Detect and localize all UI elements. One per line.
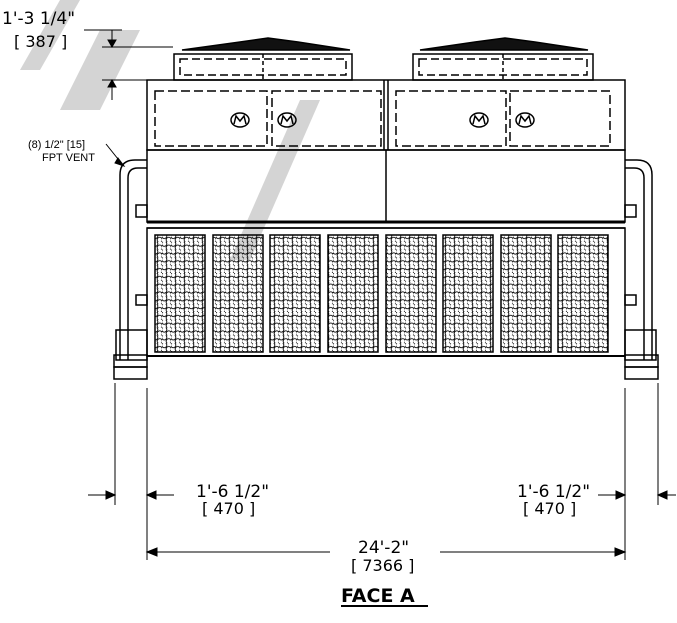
left-offset-metric: [ 470 ]: [202, 499, 255, 518]
right-offset-metric: [ 470 ]: [523, 499, 576, 518]
height-dimension: [84, 29, 173, 100]
lower-casing: [146, 227, 626, 357]
right-offset-dimension: [598, 490, 676, 500]
fan-stack-left: [173, 37, 353, 81]
drawing-title: FACE A: [341, 585, 415, 607]
side-piping-right: [624, 159, 659, 368]
left-offset-imperial: 1'-6 1/2": [196, 482, 269, 502]
fan-motor-icon: [230, 112, 535, 128]
height-dim-imperial: 1'-3 1/4": [2, 9, 75, 29]
middle-casing: [146, 149, 626, 229]
louver-panels: [154, 234, 609, 353]
overall-width-imperial: 24'-2": [358, 538, 409, 558]
overall-width-dimension: [145, 547, 627, 557]
vent-note-line2: FPT VENT: [42, 152, 95, 164]
watermark: [20, 0, 320, 260]
right-offset-imperial: 1'-6 1/2": [517, 482, 590, 502]
vent-leader: [105, 143, 126, 167]
fan-stack-right: [412, 37, 594, 81]
left-offset-dimension: [88, 490, 174, 500]
access-doors: [154, 90, 611, 147]
overall-width-metric: [ 7366 ]: [351, 556, 414, 575]
side-piping-left: [113, 159, 148, 368]
height-dim-metric: [ 387 ]: [14, 32, 67, 51]
base-skid: [113, 366, 659, 380]
extension-lines: [114, 383, 659, 560]
vent-note-line1: (8) 1/2" [15]: [28, 139, 85, 151]
